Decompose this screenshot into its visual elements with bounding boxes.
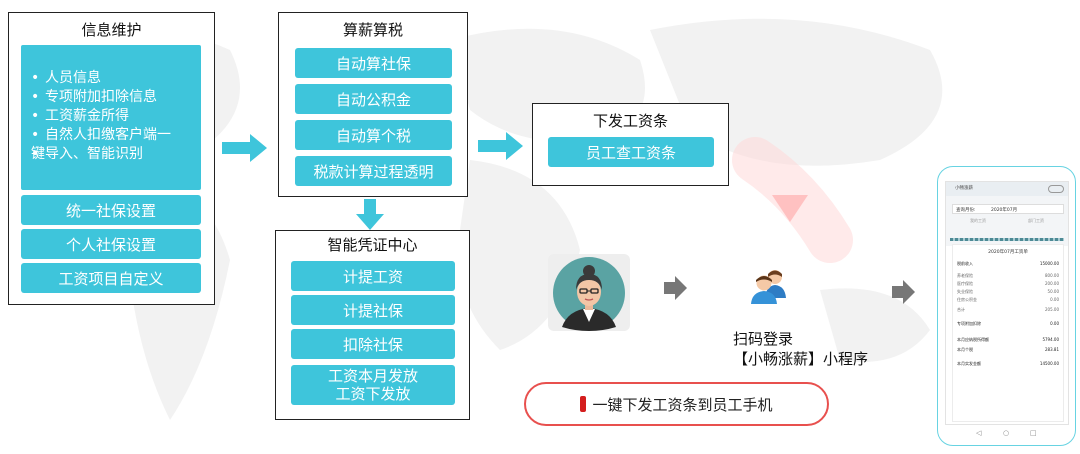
custom-salary-items-button[interactable]: 工资项目自定义 (21, 263, 201, 293)
woman-avatar-icon (553, 257, 625, 331)
payslip-tabs: 我的工资 部门工资 (952, 218, 1064, 226)
info-items-box: 人员信息 专项附加扣除信息 工资薪金所得 自然人扣缴客户端一 键导入、智能识别 (21, 45, 201, 190)
query-value: 2020年07月 (990, 207, 1018, 213)
mini-program-title: 小畅涨薪 (955, 186, 973, 191)
auto-social-security-button[interactable]: 自动算社保 (295, 48, 452, 78)
info-item: 人员信息 (31, 69, 201, 88)
salary-payment-line2: 工资下发放 (335, 385, 411, 403)
one-click-payslip-callout: 一键下发工资条到员工手机 (524, 382, 829, 426)
payslip-panel: 下发工资条 员工查工资条 (532, 103, 729, 186)
recents-icon[interactable]: □ (1030, 429, 1037, 437)
callout-text: 一键下发工资条到员工手机 (592, 395, 773, 414)
tab-dept-salary[interactable]: 部门工资 (1028, 218, 1044, 223)
tab-my-salary[interactable]: 我的工资 (970, 218, 986, 223)
query-label: 查询月份: (956, 207, 976, 213)
salary-payment-line1: 工资本月发放 (327, 367, 418, 385)
employee-avatar (548, 254, 630, 331)
arrow-right-icon (222, 134, 267, 162)
salary-payment-button[interactable]: 工资本月发放 工资下发放 (291, 365, 455, 405)
employee-view-payslip-button[interactable]: 员工查工资条 (548, 137, 714, 167)
unified-social-security-button[interactable]: 统一社保设置 (21, 195, 201, 225)
info-maintenance-title: 信息维护 (81, 21, 142, 39)
mini-program-label: 【小畅涨薪】小程序 (733, 350, 869, 368)
phone-screen: 小畅涨薪 查询月份: 2020年07月 我的工资 部门工资 2020年07月工资… (945, 181, 1069, 425)
tax-calculation-transparent-button[interactable]: 税款计算过程透明 (295, 156, 452, 186)
mini-program-header: 小畅涨薪 (946, 182, 1068, 196)
accrue-salary-button[interactable]: 计提工资 (291, 261, 455, 291)
back-icon[interactable]: ◁ (976, 429, 982, 437)
deduct-social-security-button[interactable]: 扣除社保 (291, 329, 455, 359)
arrow-down-icon (356, 199, 384, 230)
info-item: 工资薪金所得 (31, 107, 201, 126)
smart-voucher-panel: 智能凭证中心 计提工资 计提社保 扣除社保 工资本月发放 工资下发放 (275, 230, 470, 420)
capsule-menu-icon[interactable] (1048, 185, 1064, 193)
home-icon[interactable]: ○ (1003, 429, 1010, 437)
salary-tax-title: 算薪算税 (342, 21, 403, 39)
phone-mockup: 小畅涨薪 查询月份: 2020年07月 我的工资 部门工资 2020年07月工资… (937, 166, 1076, 446)
auto-housing-fund-button[interactable]: 自动公积金 (295, 84, 452, 114)
phone-nav-bar: ◁ ○ □ (938, 429, 1075, 441)
info-maintenance-panel: 信息维护 人员信息 专项附加扣除信息 工资薪金所得 自然人扣缴客户端一 键导入、… (8, 12, 215, 305)
accrue-social-security-button[interactable]: 计提社保 (291, 295, 455, 325)
arrow-right-icon (478, 132, 523, 160)
arrow-right-icon (892, 280, 915, 304)
payslip-card-title: 2020年07月工资单 (988, 250, 1028, 255)
scan-login-label: 扫码登录 (733, 330, 794, 348)
smart-voucher-title: 智能凭证中心 (327, 236, 418, 254)
arrow-right-icon (664, 276, 687, 300)
salary-tax-panel: 算薪算税 自动算社保 自动公积金 自动算个税 税款计算过程透明 (278, 12, 468, 197)
divider (950, 238, 1064, 241)
auto-income-tax-button[interactable]: 自动算个税 (295, 120, 452, 150)
users-icon (751, 270, 786, 304)
info-item: 键导入、智能识别 (31, 145, 201, 164)
red-marker-icon (580, 396, 587, 412)
personal-social-security-button[interactable]: 个人社保设置 (21, 229, 201, 259)
query-area: 查询月份: 2020年07月 我的工资 部门工资 (946, 196, 1068, 246)
payslip-title: 下发工资条 (592, 112, 668, 130)
info-item: 自然人扣缴客户端一 (31, 126, 201, 145)
info-item: 专项附加扣除信息 (31, 88, 201, 107)
month-query-field[interactable]: 查询月份: 2020年07月 (952, 204, 1064, 214)
